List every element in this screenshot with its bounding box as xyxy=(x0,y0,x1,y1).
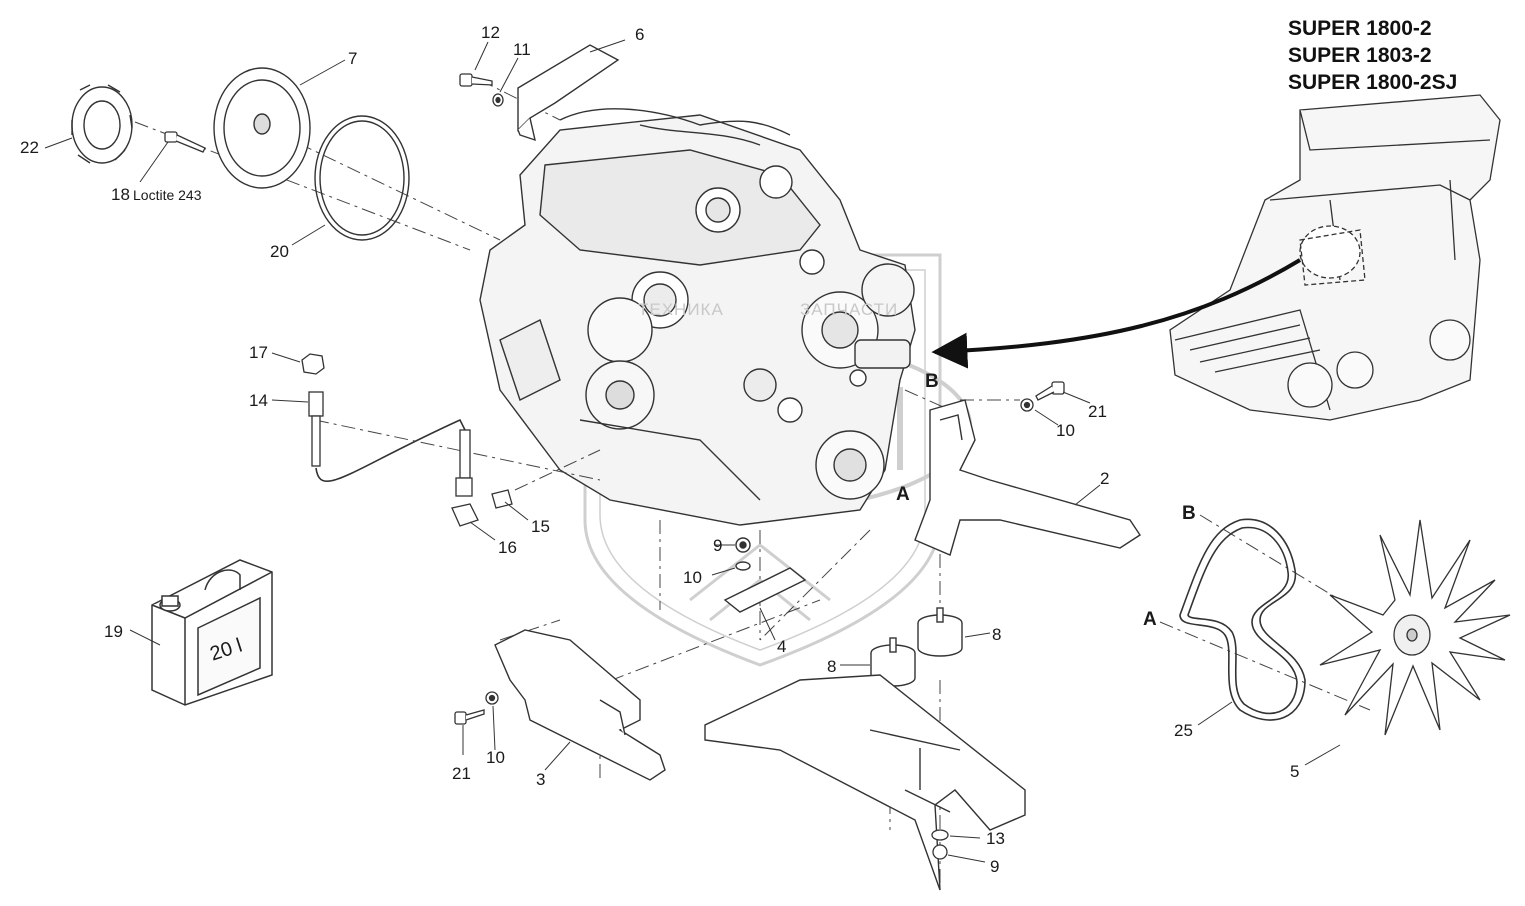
callout-13: 13 xyxy=(986,829,1005,848)
callout-10-right: 10 xyxy=(1056,421,1075,440)
part-12-bolt xyxy=(459,73,504,107)
part-5-fan xyxy=(1319,519,1511,736)
callout-18: 18 xyxy=(111,185,130,204)
callout-8-right: 8 xyxy=(992,625,1002,644)
callout-22: 22 xyxy=(20,138,39,157)
callout-10-mid: 10 xyxy=(683,568,702,587)
part-22-coupling xyxy=(71,84,133,164)
callout-20: 20 xyxy=(270,242,289,261)
part-6-bracket xyxy=(517,44,620,142)
callout-9-bottom: 9 xyxy=(990,857,1000,876)
callout-21-right: 21 xyxy=(1088,402,1107,421)
part-3-bracket xyxy=(494,629,666,781)
paver-illustration xyxy=(1169,94,1501,421)
part-21-bolt-left xyxy=(454,691,499,725)
callout-9-top: 9 xyxy=(713,536,723,555)
model-name-1: SUPER 1800-2 xyxy=(1288,17,1432,40)
part-21-bolt-right xyxy=(1020,381,1065,412)
part-19-canister xyxy=(151,559,273,706)
callout-2: 2 xyxy=(1100,469,1110,488)
marker-b-engine: B xyxy=(925,371,939,392)
callout-16: 16 xyxy=(498,538,517,557)
watermark-word-1: ТЕХНИКА xyxy=(638,300,724,319)
callout-19: 19 xyxy=(104,622,123,641)
callout-21-left: 21 xyxy=(452,764,471,783)
watermark-word-2: ЗАПЧАСТИ xyxy=(800,300,899,319)
callout-4: 4 xyxy=(777,637,787,656)
callout-10-left: 10 xyxy=(486,748,505,767)
marker-a-engine: A xyxy=(896,484,910,505)
callout-6: 6 xyxy=(635,25,645,44)
callout-8-left: 8 xyxy=(827,657,837,676)
part-18-bolt xyxy=(164,131,206,153)
part-25-belt xyxy=(1179,518,1306,721)
note-loctite: Loctite 243 xyxy=(133,187,202,203)
part-7-flywheel xyxy=(213,67,311,189)
marker-b-belt: B xyxy=(1182,503,1196,524)
part-20-gasket xyxy=(314,115,410,241)
engine-illustration xyxy=(479,108,916,526)
callout-15: 15 xyxy=(531,517,550,536)
callout-3: 3 xyxy=(536,770,546,789)
model-name-3: SUPER 1800-2SJ xyxy=(1288,71,1458,94)
callout-12: 12 xyxy=(481,23,500,42)
callout-7: 7 xyxy=(348,49,358,68)
part-4-plate xyxy=(723,537,807,613)
callout-14: 14 xyxy=(249,391,268,410)
callout-5: 5 xyxy=(1290,762,1300,781)
callout-11: 11 xyxy=(513,40,531,59)
part-8-mounts xyxy=(870,607,963,687)
location-arrow xyxy=(931,258,1302,369)
callout-25: 25 xyxy=(1174,721,1193,740)
leader-lines xyxy=(44,39,1341,863)
marker-a-belt: A xyxy=(1143,609,1157,630)
part-14-sensor-line xyxy=(301,353,513,527)
model-name-2: SUPER 1803-2 xyxy=(1288,44,1432,67)
part-2-bracket xyxy=(914,399,1141,556)
base-plate xyxy=(704,674,1026,891)
callout-17: 17 xyxy=(249,343,268,362)
part-13-9-hardware xyxy=(931,829,949,860)
